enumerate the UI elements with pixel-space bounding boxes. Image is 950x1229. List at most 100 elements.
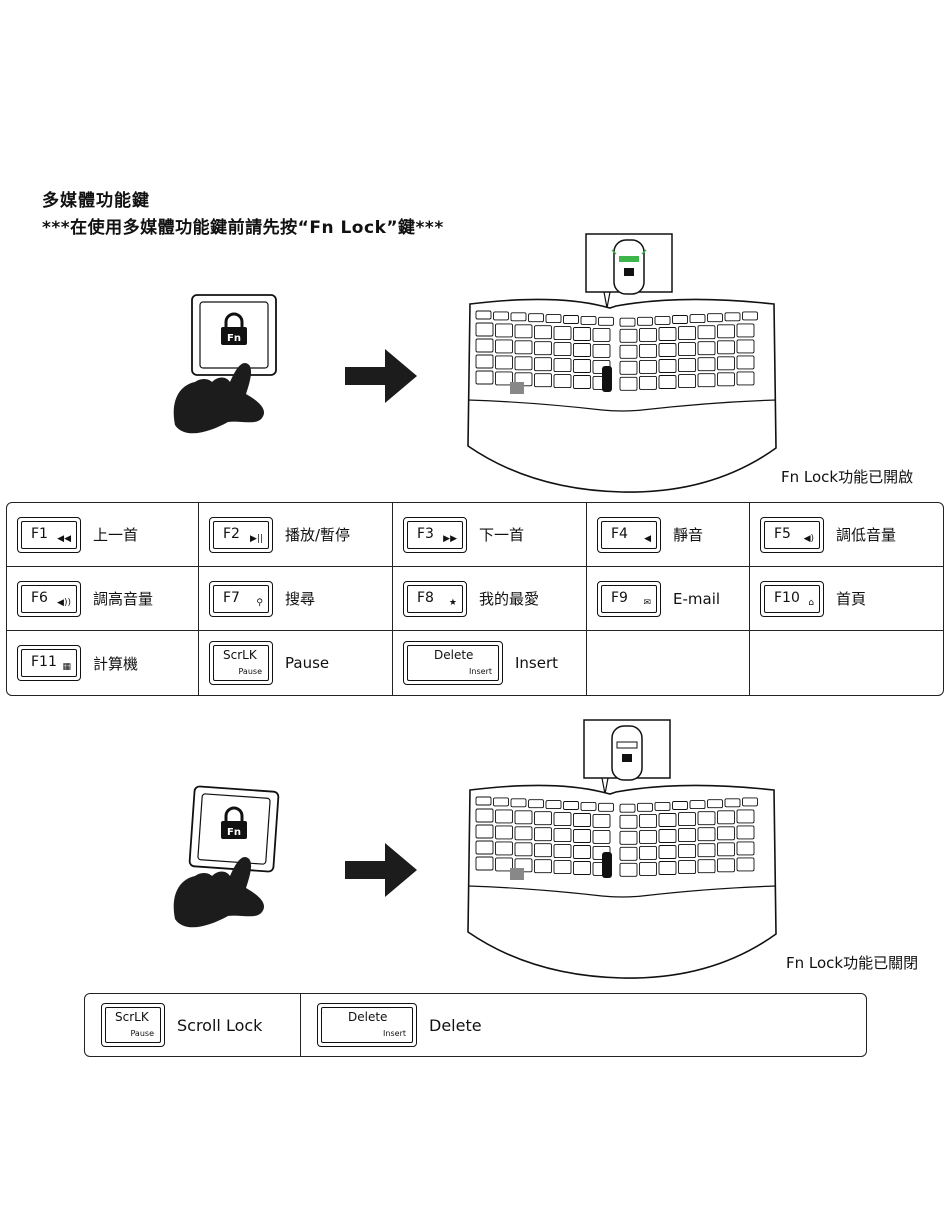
keyboard-key — [496, 810, 513, 823]
keycap-f5: F5◀) — [760, 517, 824, 553]
keyboard-key — [511, 313, 526, 321]
keyboard-key — [515, 811, 532, 824]
keyboard-key — [593, 814, 610, 827]
keyboard-key — [698, 358, 715, 371]
keyboard-key — [599, 803, 614, 811]
keyboard-key — [593, 830, 610, 843]
calculator-icon: ▦ — [62, 663, 71, 672]
function-table-cell: F8★我的最愛 — [393, 567, 587, 631]
keyboard-key — [640, 344, 657, 357]
keyboard-key — [620, 831, 637, 844]
keyboard-key — [725, 799, 740, 807]
function-description: 靜音 — [673, 524, 703, 545]
keyboard-key — [718, 325, 735, 338]
keyboard-key — [659, 830, 676, 843]
keyboard-key — [620, 318, 635, 326]
keyboard-key — [620, 345, 637, 358]
keyboard-key — [496, 858, 513, 871]
keyboard-key — [620, 804, 635, 812]
keyboard-key — [620, 815, 637, 828]
function-table-cell: F1◀◀ 上一首 — [7, 503, 199, 567]
function-description: Scroll Lock — [177, 1016, 262, 1035]
keyboard-key — [698, 860, 715, 873]
keyboard-key — [476, 355, 493, 368]
keyboard-key — [737, 324, 754, 337]
keyboard-key — [743, 312, 758, 320]
keyboard-key — [659, 862, 676, 875]
keyboard-key — [679, 359, 696, 372]
keyboard-key — [698, 812, 715, 825]
keyboard-key — [554, 327, 571, 340]
keyboard-key — [620, 329, 637, 342]
function-description: Pause — [285, 654, 329, 672]
keyboard-key — [679, 845, 696, 858]
keyboard-key — [679, 861, 696, 874]
keyboard-key — [554, 829, 571, 842]
keyboard-key — [718, 341, 735, 354]
function-table-cell: F5◀)調低音量 — [750, 503, 943, 567]
keycap-f9: F9✉ — [597, 581, 661, 617]
keyboard-key — [737, 826, 754, 839]
keyboard-key — [574, 376, 591, 389]
keyboard-key — [718, 811, 735, 824]
keyboard-key — [564, 802, 579, 810]
function-table-cell: F6◀))調高音量 — [7, 567, 199, 631]
keyboard-key — [708, 314, 723, 322]
keyboard-key — [529, 314, 544, 322]
keyboard-key — [673, 316, 688, 324]
keyboard-key — [655, 316, 670, 324]
keyboard-key — [535, 342, 552, 355]
keyboard-key — [708, 800, 723, 808]
keyboard-key — [593, 328, 610, 341]
keyboard-key — [546, 315, 561, 323]
keycap-f2: F2▶|| — [209, 517, 273, 553]
section-heading: 多媒體功能鍵 — [42, 186, 150, 211]
keyboard-key — [476, 797, 491, 805]
keycap-primary-label: ScrLK — [223, 648, 257, 662]
function-description: 上一首 — [93, 524, 138, 545]
keycap-label: F5 — [774, 526, 791, 542]
keycap-label: F6 — [31, 590, 48, 606]
keyboard-key — [496, 826, 513, 839]
keyboard-key — [581, 316, 596, 324]
keyboard-key — [698, 844, 715, 857]
keyboard-key — [581, 802, 596, 810]
keycap-secondary-label: Pause — [130, 1029, 154, 1038]
function-description: 播放/暫停 — [285, 524, 350, 545]
keycap-f8: F8★ — [403, 581, 467, 617]
function-table-cell: F7⚲搜尋 — [199, 567, 393, 631]
keyboard-key — [515, 341, 532, 354]
keyboard-key — [640, 328, 657, 341]
keycap-label: F2 — [223, 526, 240, 542]
keyboard-key — [574, 344, 591, 357]
keyboard-key — [737, 858, 754, 871]
keyboard-key — [718, 859, 735, 872]
keycap-f7: F7⚲ — [209, 581, 273, 617]
rewind-icon: ◀◀ — [57, 535, 71, 544]
keycap-f10: F10⌂ — [760, 581, 824, 617]
keyboard-key — [620, 847, 637, 860]
keycap-f1: F1◀◀ — [17, 517, 81, 553]
keyboard-key — [574, 862, 591, 875]
keyboard-key — [737, 356, 754, 369]
keyboard-key — [718, 827, 735, 840]
keycap-secondary-label: Insert — [469, 667, 492, 676]
keyboard-key — [554, 343, 571, 356]
keyboard-key — [496, 340, 513, 353]
keyboard-key — [515, 357, 532, 370]
keycap-secondary-label: Insert — [383, 1029, 406, 1038]
keycap-label: F8 — [417, 590, 434, 606]
press-fn-lock-illustration-off: Fn — [170, 784, 460, 934]
keyboard-key — [690, 315, 705, 323]
keyboard-key — [679, 829, 696, 842]
keyboard-key — [574, 328, 591, 341]
keyboard-key — [515, 827, 532, 840]
function-description: 調高音量 — [93, 588, 153, 609]
keyboard-key — [640, 846, 657, 859]
